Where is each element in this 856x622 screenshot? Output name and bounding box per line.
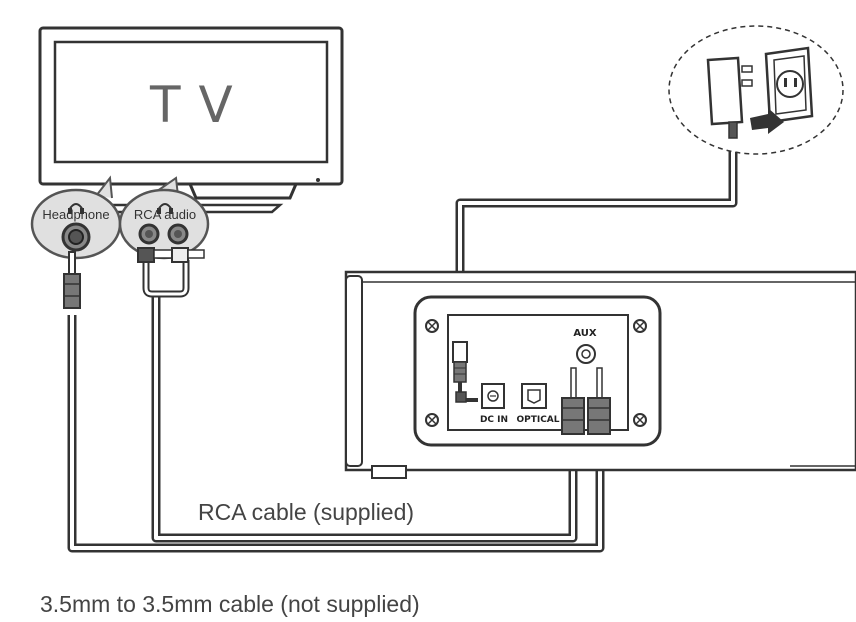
optical-label: OPTICAL bbox=[516, 415, 559, 425]
power-callout-bubble bbox=[668, 25, 844, 155]
rca-headphone-icon bbox=[157, 203, 173, 214]
power-callout bbox=[668, 25, 844, 155]
rca-callout: RCA audio bbox=[118, 176, 210, 260]
arrow-icon bbox=[750, 108, 784, 134]
headphone-label: Headphone bbox=[42, 207, 109, 222]
power-adapter-icon bbox=[706, 56, 753, 139]
tv-power-led bbox=[316, 178, 320, 182]
tv-screen bbox=[53, 40, 329, 164]
soundbar-foot bbox=[371, 465, 407, 479]
screw-icon bbox=[425, 319, 439, 333]
tv: TV bbox=[38, 26, 344, 214]
dc-plug bbox=[452, 341, 478, 403]
aux-label: AUX bbox=[573, 328, 597, 339]
rca-bubble bbox=[118, 188, 210, 260]
aux-cable bbox=[67, 315, 605, 553]
wall-outlet-icon bbox=[764, 46, 814, 124]
rca-cable bbox=[151, 292, 578, 543]
headphone-callout: Headphone bbox=[30, 175, 122, 260]
tv-label: TV bbox=[149, 76, 251, 134]
soundbar: AUX DC IN OPTICAL bbox=[344, 270, 856, 479]
screw-icon bbox=[633, 319, 647, 333]
aux-cable-caption: 3.5mm to 3.5mm cable (not supplied) bbox=[40, 591, 420, 617]
rca-label: RCA audio bbox=[134, 207, 196, 222]
tv-stand bbox=[188, 183, 298, 200]
aux-plug-tv bbox=[63, 251, 81, 309]
rca-cable-caption: RCA cable (supplied) bbox=[198, 499, 414, 525]
headphone-icon bbox=[68, 203, 84, 214]
soundbar-input-plugs bbox=[561, 367, 611, 435]
screw-icon bbox=[633, 413, 647, 427]
screw-icon bbox=[425, 413, 439, 427]
dc-in-label: DC IN bbox=[480, 415, 508, 425]
soundbar-end-cap bbox=[345, 275, 363, 467]
rca-plugs-tv bbox=[137, 247, 205, 298]
